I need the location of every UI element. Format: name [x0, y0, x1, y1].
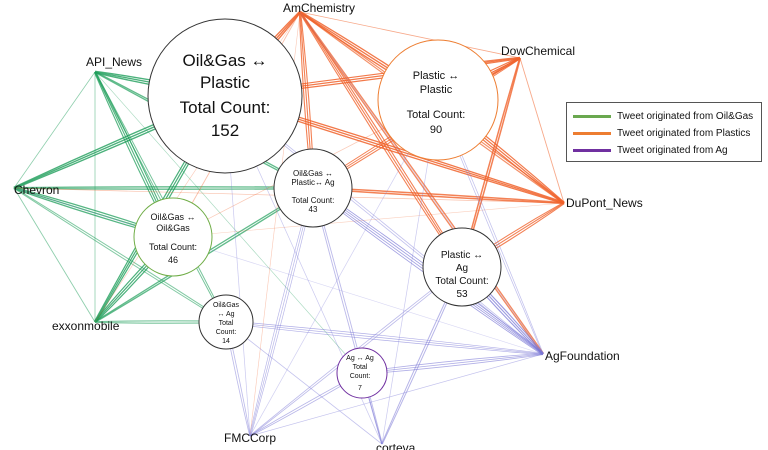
legend-item-plastics: Tweet originated from Plastics	[573, 125, 750, 141]
bubble-oilgas-plastic-ag-line1: Oil&Gas ↔	[293, 169, 333, 178]
bubble-oilgas-ag-count-label1: Total	[219, 320, 234, 327]
legend-item-ag: Tweet originated from Ag	[573, 142, 728, 158]
legend-swatch-oilgas	[573, 114, 611, 118]
bubble-oilgas-plastic: Oil&Gas ↔ Plastic Total Count: 152	[147, 18, 303, 174]
node-agfoundation: AgFoundation	[545, 349, 620, 363]
node-exxonmobile: exxonmobile	[52, 319, 120, 333]
node-chevron: Chevron	[14, 183, 59, 197]
edge-b46-dupont	[172, 202, 565, 238]
edge-agf-b7	[361, 353, 544, 374]
bubble-plastic-plastic: Plastic ↔ Plastic Total Count: 90	[377, 39, 499, 161]
node-dupont-news: DuPont_News	[566, 196, 643, 210]
legend-swatch-plastics	[573, 131, 611, 135]
edge-agf-chevron	[13, 187, 544, 355]
bubble-plastic-ag-count-label: Total Count:	[435, 276, 488, 287]
edge-chevron-b14	[13, 187, 227, 322]
node-corteva: corteva	[376, 441, 416, 450]
edge-amchem-agf	[299, 11, 544, 355]
edge-api-chevron	[13, 71, 96, 189]
edge-api-b14	[94, 71, 226, 323]
edge-dow-dupont	[519, 57, 565, 204]
bubble-plastic-plastic-count-label: Total Count:	[407, 109, 466, 121]
legend-item-oilgas: Tweet originated from Oil&Gas	[573, 108, 753, 124]
edge-amchem-dow	[299, 11, 521, 59]
bubble-plastic-plastic-line2: Plastic	[420, 84, 453, 96]
bubble-plastic-ag: Plastic ↔ Ag Total Count: 53	[422, 227, 502, 307]
bubble-plastic-ag-count: 53	[456, 289, 468, 300]
bubble-oilgas-plastic-ag-line2: Plastic↔ Ag	[291, 178, 334, 187]
bubble-oilgas-ag-line1: Oil&Gas	[213, 302, 240, 309]
bubble-oilgas-ag-line2: ↔ Ag	[217, 311, 234, 318]
bubble-plastic-plastic-count: 90	[430, 124, 442, 136]
edge-agf-b14	[225, 322, 543, 355]
legend: Tweet originated from Oil&Gas Tweet orig…	[566, 102, 762, 162]
legend-label-plastics: Tweet originated from Plastics	[617, 127, 751, 139]
bubble-plastic-ag-line2: Ag	[456, 263, 468, 274]
bubble-ag-ag: Ag ↔ Ag Total Count: 7	[336, 347, 388, 399]
bubble-plastic-ag-line1: Plastic ↔	[441, 250, 483, 261]
node-amchemistry: AmChemistry	[283, 1, 355, 15]
bubble-oilgas-oilgas: Oil&Gas ↔ Oil&Gas Total Count: 46	[133, 197, 213, 277]
edge-agf-b14	[226, 320, 544, 354]
edge-agf-fmc	[249, 353, 544, 437]
legend-swatch-ag	[573, 148, 611, 152]
node-api-news: API_News	[86, 55, 142, 69]
bubble-oilgas-oilgas-count: 46	[168, 255, 178, 265]
edge-agf-amchem	[299, 11, 544, 355]
edge-chevron-exxon	[13, 187, 96, 323]
legend-label-ag: Tweet originated from Ag	[617, 144, 728, 156]
bubble-oilgas-plastic-count-label: Total Count:	[180, 98, 271, 117]
bubble-oilgas-plastic-ag: Oil&Gas ↔ Plastic↔ Ag Total Count: 43	[273, 148, 353, 228]
bubble-oilgas-plastic-ag-count: 43	[309, 205, 318, 214]
bubble-ag-ag-count: 7	[358, 385, 362, 392]
bubble-oilgas-plastic-line1: Oil&Gas ↔	[182, 51, 267, 70]
bubble-oilgas-plastic-line2: Plastic	[200, 73, 251, 92]
edge-amchem-agf	[299, 11, 545, 355]
bubble-oilgas-ag-count-label2: Count:	[216, 329, 237, 336]
edge-agf-b7	[361, 352, 543, 373]
bubble-oilgas-oilgas-count-label: Total Count:	[149, 242, 197, 252]
bubble-ag-ag-count-label2: Count:	[350, 373, 371, 380]
bubble-oilgas-ag-count: 14	[222, 338, 230, 345]
bubble-oilgas-ag: Oil&Gas ↔ Ag Total Count: 14	[198, 294, 254, 350]
bubble-oilgas-plastic-ag-count-label: Total Count:	[292, 196, 335, 205]
bubble-oilgas-oilgas-line2: Oil&Gas	[156, 223, 190, 233]
edge-agf-b14	[225, 321, 544, 355]
node-dowchemical: DowChemical	[501, 44, 575, 58]
edge-chevron-b14	[13, 187, 226, 323]
edge-api-b14	[94, 71, 228, 322]
bubble-ag-ag-line1: Ag ↔ Ag	[346, 355, 374, 362]
bubble-plastic-plastic-line1: Plastic ↔	[413, 70, 459, 82]
bubble-ag-ag-count-label1: Total	[353, 364, 368, 371]
bubble-oilgas-oilgas-line1: Oil&Gas ↔	[150, 212, 195, 222]
bubble-oilgas-plastic-count: 152	[211, 121, 239, 140]
legend-label-oilgas: Tweet originated from Oil&Gas	[617, 110, 754, 122]
edge-agf-b7	[362, 354, 544, 375]
node-fmccorp: FMCCorp	[224, 431, 276, 445]
